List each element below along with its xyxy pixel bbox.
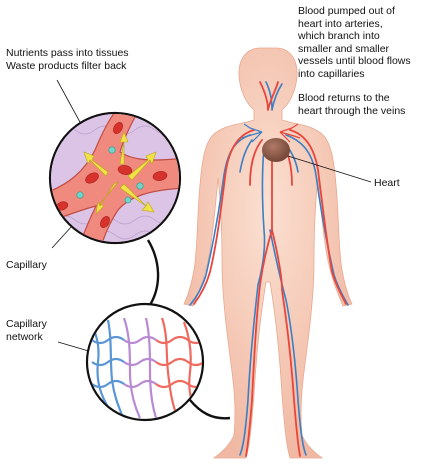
heart-label: Heart (374, 177, 400, 189)
blood-pumped-line-6: into capillaries (298, 67, 365, 80)
arteries (193, 81, 347, 457)
blood-pumped-line-2: heart into arteries, (298, 17, 383, 30)
blood-returns-line-1: Blood returns to the (298, 92, 390, 104)
nutrients-label-line-1: Nutrients pass into tissues (6, 47, 129, 59)
connector-curve-upper (146, 239, 160, 306)
blood-returns-label: Blood returns to the heart through the v… (298, 92, 405, 117)
blood-returns-line-2: heart through the veins (298, 104, 406, 117)
nutrients-label: Nutrients pass into tissues Waste produc… (6, 47, 129, 72)
heart-shape (262, 138, 290, 162)
connector-curve-lower (189, 399, 231, 420)
human-body-figure (183, 47, 353, 459)
blood-pumped-line-1: Blood pumped out of (298, 5, 395, 17)
capillary-vessel (51, 114, 179, 242)
blood-pumped-line-5: vessels until blood flows (298, 55, 411, 67)
network-leader-line (57, 341, 93, 353)
capillary-magnified-view (48, 111, 182, 245)
blood-pumped-label: Blood pumped out of heart into arteries,… (298, 5, 411, 80)
capillary-network-line-1: Capillary (6, 318, 47, 330)
capillary-network-view (85, 302, 205, 422)
capillary-network-line-2: network (6, 330, 43, 343)
blood-pumped-line-3: which branch into (298, 30, 380, 42)
nutrients-label-line-2: Waste products filter back (6, 59, 127, 72)
capillary-leader-line (51, 225, 73, 249)
heart-leader-line (287, 155, 372, 183)
body-silhouette (183, 47, 353, 459)
pulmonary-vessels (241, 123, 301, 143)
capillary-network-label: Capillary network (6, 318, 47, 343)
capillary-label: Capillary (6, 259, 47, 271)
blood-pumped-line-4: smaller and smaller (298, 42, 390, 55)
